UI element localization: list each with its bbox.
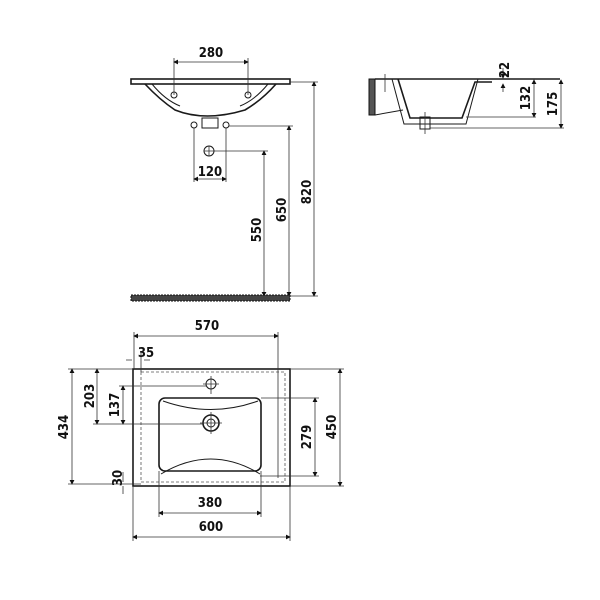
dim-132: 132 [519, 86, 534, 110]
dim-434: 434 [57, 415, 72, 439]
bowl-section [397, 78, 492, 119]
drain-outlet [201, 117, 219, 129]
dim-820: 820 [300, 180, 315, 204]
dim-22: 22 [498, 62, 513, 78]
dim-30: 30 [111, 470, 126, 486]
bowl-outline-top [158, 397, 262, 472]
bowl-front-curve [160, 458, 261, 475]
dim-279: 279 [300, 425, 315, 449]
dim-550: 550 [250, 218, 265, 242]
dim-650: 650 [275, 198, 290, 222]
dim-120: 120 [198, 165, 222, 180]
dim-570: 570 [195, 319, 219, 334]
wall-bracket [368, 78, 376, 116]
top-view: 570 35 434 203 137 30 279 450 380 600 [57, 319, 344, 541]
floor-hatch [130, 294, 291, 302]
dim-600: 600 [199, 520, 223, 535]
dim-137: 137 [108, 393, 123, 417]
front-view: 280 120 820 650 550 [130, 46, 318, 302]
pipe-right [222, 121, 230, 129]
pipe-left [190, 121, 198, 129]
dim-35: 35 [138, 346, 154, 361]
countertop-outline [132, 368, 291, 487]
dim-380: 380 [198, 496, 222, 511]
dim-450: 450 [325, 415, 340, 439]
dim-175: 175 [546, 92, 561, 116]
bowl-outline [144, 83, 277, 117]
bowl-back-curve [162, 400, 259, 410]
cabinet-outline [140, 371, 286, 483]
dim-203: 203 [83, 384, 98, 408]
side-view: 22 132 175 [368, 62, 564, 134]
countertop-slab [130, 78, 291, 85]
dim-280: 280 [199, 46, 223, 61]
